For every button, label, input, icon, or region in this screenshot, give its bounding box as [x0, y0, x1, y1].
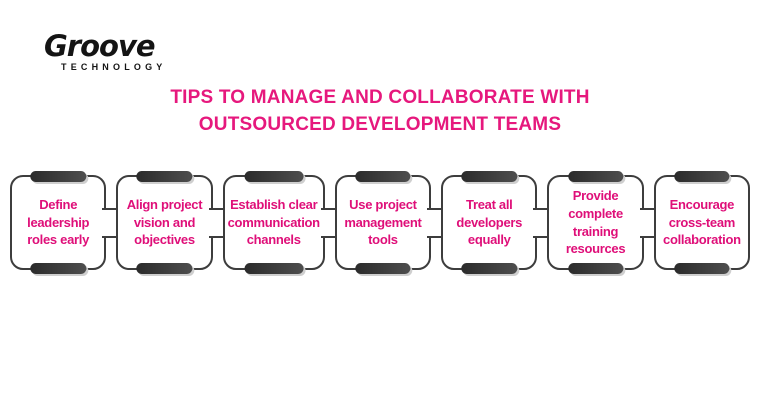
step-label: Define leadership roles early: [27, 196, 90, 248]
pill-bottom-decoration: [567, 263, 624, 274]
page-title: TIPS TO MANAGE AND COLLABORATE WITH OUTS…: [0, 84, 760, 138]
step-card-7: Encourage cross-team collaboration: [653, 171, 751, 274]
pill-bottom-decoration: [136, 263, 193, 274]
connector-neck: [427, 207, 442, 238]
pill-bottom-decoration: [461, 263, 517, 274]
connector-neck: [639, 207, 654, 238]
step-card-2: Align project vision and objectives: [116, 171, 223, 274]
pill-top-decoration: [244, 171, 304, 182]
pill-top-decoration: [136, 171, 193, 182]
page-title-line-2: OUTSOURCED DEVELOPMENT TEAMS: [198, 114, 562, 135]
logo-brand-text: Groove: [44, 29, 156, 63]
step-card-1: Define leadership roles early: [10, 171, 117, 274]
groove-logo: Groove TECHNOLOGY: [44, 29, 167, 73]
step-card-3: Establish clear communication channels: [222, 171, 335, 274]
connector-neck: [533, 207, 548, 238]
pill-top-decoration: [30, 171, 86, 182]
pill-bottom-decoration: [355, 263, 411, 274]
connector-neck: [208, 207, 223, 238]
step-label: Provide complete training resources: [565, 187, 626, 257]
step-card-6: Provide complete training resources: [547, 171, 654, 274]
step-label: Establish clear communication channels: [227, 196, 320, 248]
step-label: Use project management tools: [344, 196, 422, 248]
tips-chain-row: Define leadership roles early Align proj…: [10, 171, 751, 274]
pill-top-decoration: [461, 171, 517, 182]
pill-top-decoration: [355, 171, 411, 182]
step-label: Treat all developers equally: [456, 196, 523, 248]
pill-bottom-decoration: [674, 263, 730, 274]
pill-top-decoration: [567, 171, 624, 182]
pill-bottom-decoration: [30, 263, 86, 274]
connector-neck: [320, 207, 335, 238]
step-label: Align project vision and objectives: [126, 196, 203, 248]
logo-subtitle-text: TECHNOLOGY: [61, 62, 167, 72]
step-label: Encourage cross-team collaboration: [663, 196, 741, 248]
connector-neck: [102, 207, 117, 238]
step-card-5: Treat all developers equally: [441, 171, 548, 274]
page-title-line-1: TIPS TO MANAGE AND COLLABORATE WITH: [170, 87, 590, 108]
step-card-4: Use project management tools: [334, 171, 442, 274]
pill-bottom-decoration: [244, 263, 304, 274]
pill-top-decoration: [674, 171, 730, 182]
